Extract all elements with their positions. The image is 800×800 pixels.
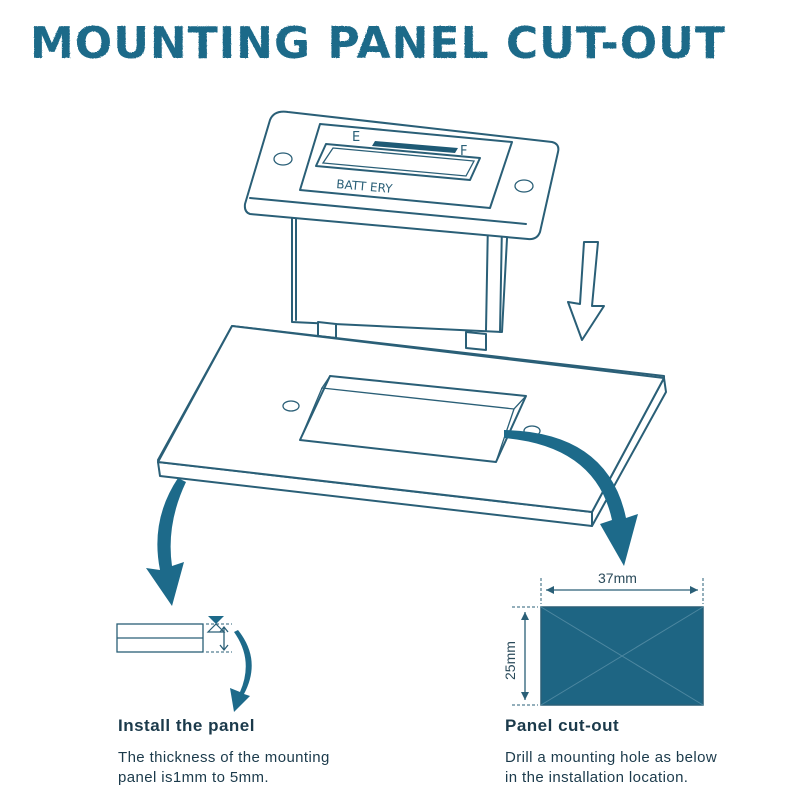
page-title: MOUNTING PANEL CUT-OUT (30, 18, 726, 69)
curved-arrow-small-icon (230, 630, 252, 712)
down-arrow-icon (567, 241, 605, 341)
install-text-line-1: The thickness of the mounting (118, 749, 330, 766)
cutout-text-line-2: in the installation location. (505, 769, 689, 786)
full-label: F (460, 144, 467, 159)
install-text-line-2: panel is1mm to 5mm. (118, 769, 269, 786)
gauge-body (291, 211, 509, 351)
bezel-hole-right (514, 179, 534, 193)
mounting-panel (157, 325, 667, 527)
install-text: The thickness of the mounting panel is1m… (118, 748, 418, 788)
cutout-text-line-1: Drill a mounting hole as below (505, 749, 718, 766)
curved-arrow-left-icon (146, 478, 186, 606)
install-heading: Install the panel (118, 716, 255, 735)
curved-arrow-right-icon (504, 430, 638, 566)
panel-hole-left (282, 400, 300, 412)
width-dimension-label: 37mm (598, 570, 637, 586)
panel-thickness-detail (116, 616, 232, 653)
battery-label: BATT ERY (336, 177, 394, 196)
empty-label: E (352, 130, 360, 145)
cutout-heading: Panel cut-out (505, 716, 620, 735)
bezel-hole-left (273, 152, 293, 166)
cutout-dimension-detail (512, 578, 704, 706)
height-dimension-label: 25mm (502, 641, 518, 680)
fuel-level-bar (372, 141, 458, 153)
gauge-bezel (243, 110, 560, 241)
cutout-text: Drill a mounting hole as below in the in… (505, 748, 800, 788)
